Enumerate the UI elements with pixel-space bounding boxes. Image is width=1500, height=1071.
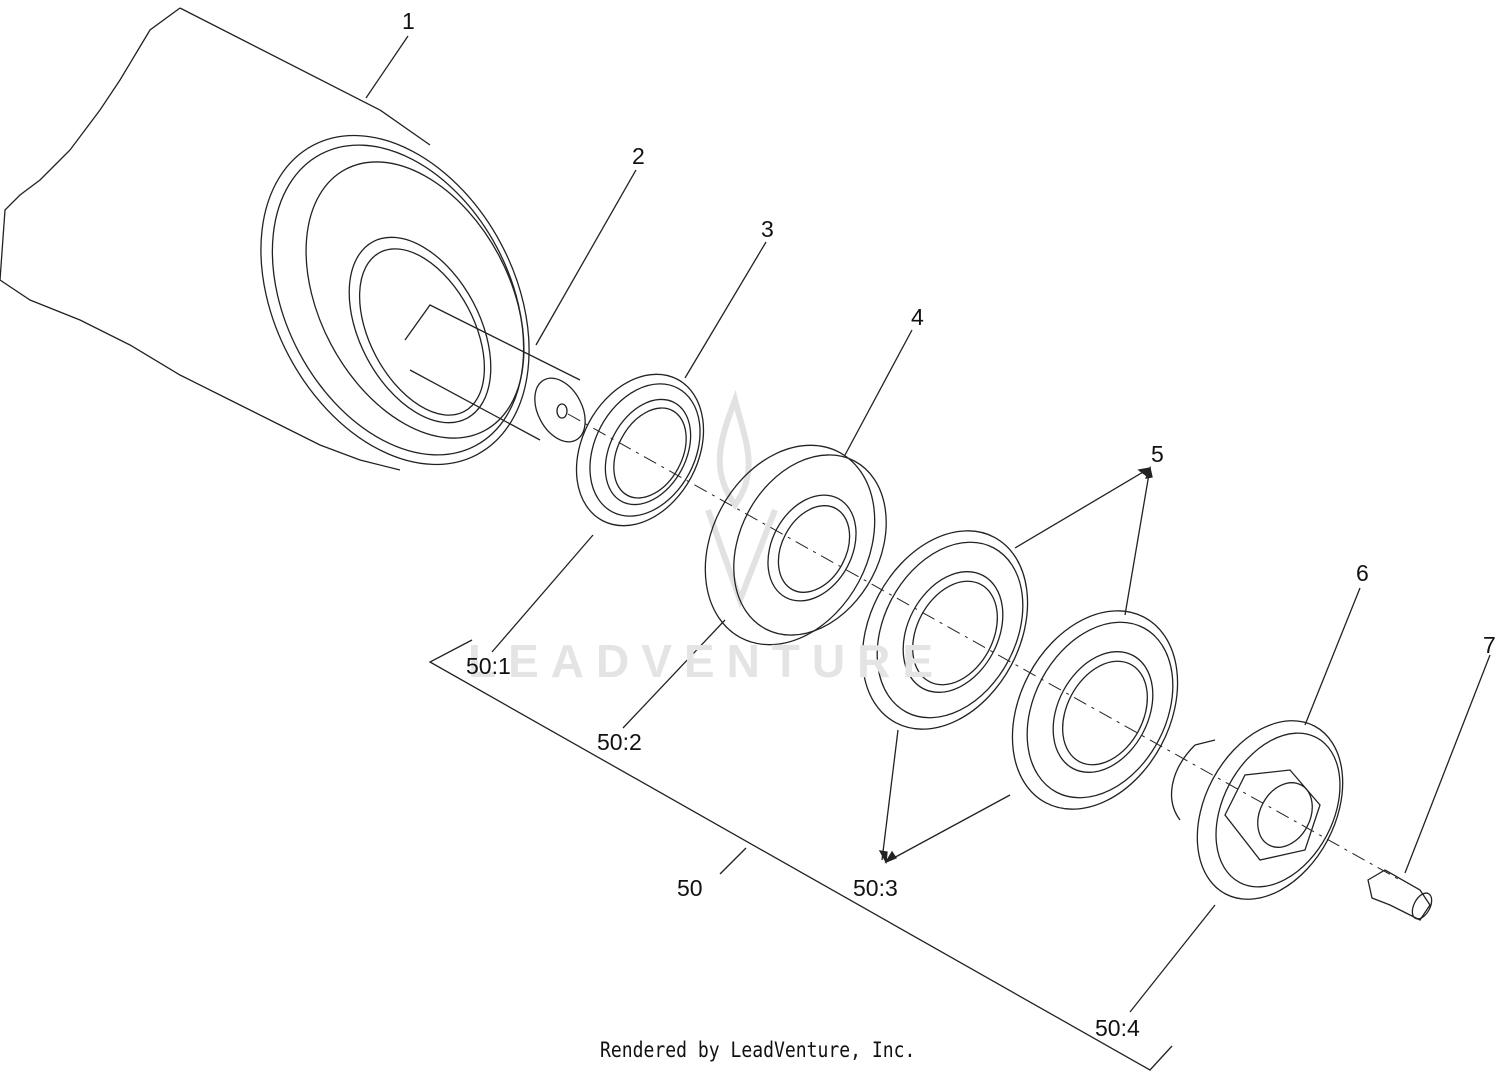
watermark-flame-icon (705, 389, 778, 609)
callout-7: 7 (1483, 632, 1496, 658)
callout-50-2: 50:2 (597, 729, 642, 755)
part-2-shaft (404, 304, 1401, 881)
callout-3: 3 (761, 216, 774, 242)
callout-6: 6 (1356, 560, 1369, 586)
part-1-roller (0, 7, 530, 471)
part-5-seal-b (1011, 610, 1179, 810)
part-5-seal-a (861, 530, 1029, 730)
callout-50-3: 50:3 (853, 875, 898, 901)
part-7-grease-fitting (1367, 869, 1433, 921)
callout-4: 4 (911, 304, 924, 330)
footer-credit: Rendered by LeadVenture, Inc. (600, 1038, 916, 1062)
part-4-bearing (704, 444, 887, 646)
watermark-text: LEADVENTURE (468, 635, 946, 687)
callout-50-4: 50:4 (1095, 1015, 1140, 1041)
callout-50: 50 (677, 875, 703, 901)
part-6-nut-flange (1170, 720, 1344, 900)
callout-1: 1 (402, 8, 415, 34)
part-3-seal (575, 373, 705, 527)
callout-2: 2 (632, 143, 645, 169)
callout-50-1: 50:1 (466, 653, 511, 679)
leader-lines (365, 35, 1491, 1013)
kit-50-bracket (428, 639, 1173, 1071)
callout-5: 5 (1151, 441, 1164, 467)
